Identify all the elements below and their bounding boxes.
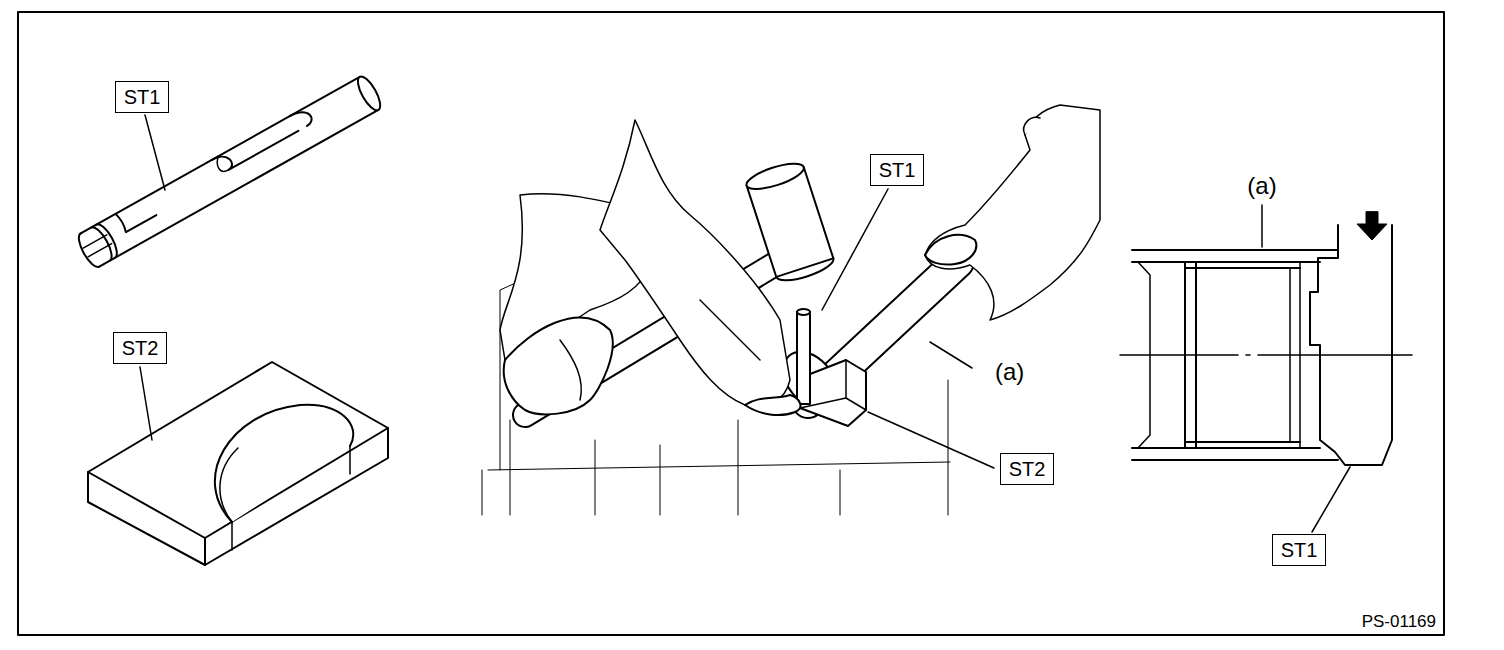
- housing-outline: [482, 470, 483, 515]
- leader-line: [140, 367, 152, 440]
- leader-line: [145, 115, 165, 190]
- section-view: [1120, 354, 1412, 356]
- section-view: [1120, 212, 1412, 465]
- part-callout: (a): [993, 359, 1026, 385]
- hand: [600, 120, 800, 415]
- tool-label: ST2: [122, 336, 159, 360]
- section-view: [1310, 225, 1392, 465]
- tool-label-box: ST1: [870, 154, 925, 186]
- holder-block: [88, 362, 388, 565]
- hammer: [744, 159, 836, 286]
- section-view: [1132, 250, 1338, 262]
- hand: [925, 235, 976, 265]
- pin-tool: [797, 309, 810, 404]
- pin-tool: [213, 155, 228, 174]
- pin-tool: [797, 312, 810, 404]
- leader-line: [868, 412, 994, 468]
- pin-tool: [797, 309, 810, 315]
- pin-tool: [212, 116, 299, 175]
- pin-tool: [75, 73, 385, 270]
- tool-label-box: ST2: [113, 332, 168, 364]
- pin-tool: [116, 197, 157, 232]
- leader-line: [930, 342, 972, 368]
- pin-tool: [290, 107, 314, 131]
- figure-frame: [18, 12, 1444, 635]
- tool-label-box: ST1: [115, 81, 170, 113]
- tool-label: ST1: [124, 85, 161, 109]
- hand: [504, 318, 613, 415]
- hand: [600, 120, 790, 406]
- hand: [560, 340, 581, 400]
- hand: [700, 300, 760, 360]
- tool-label: ST1: [1281, 538, 1318, 562]
- part-callout: (a): [1245, 173, 1278, 199]
- tool-label: ST1: [879, 158, 916, 182]
- holder-block: [215, 405, 353, 522]
- illustration: [18, 12, 1444, 635]
- pin-tool: [96, 221, 121, 258]
- pin-tool: [81, 77, 379, 267]
- hammer: [744, 159, 807, 195]
- holder-block: [232, 446, 350, 550]
- figure-number: PS-01169: [1360, 613, 1438, 632]
- pin-tool: [354, 73, 385, 113]
- tool-label-box: ST2: [1000, 453, 1055, 485]
- holder-block: [220, 448, 238, 522]
- leader-line: [822, 189, 888, 310]
- hand: [745, 395, 800, 415]
- pin-tool: [75, 233, 100, 270]
- leader-line: [1312, 467, 1350, 532]
- hand: [925, 105, 1100, 320]
- hand: [1024, 117, 1040, 135]
- pin-tool: [91, 224, 116, 261]
- section-view: [1132, 448, 1338, 460]
- pin-tool: [83, 235, 111, 257]
- tool-label-box: ST1: [1272, 534, 1327, 566]
- hammer: [776, 258, 836, 285]
- pin-tool: [81, 77, 379, 267]
- tool-label: ST2: [1009, 457, 1046, 481]
- holder-block: [88, 362, 388, 565]
- leader-line: [1261, 205, 1263, 247]
- direction-arrow: [1357, 212, 1387, 240]
- housing-outline: [488, 462, 950, 470]
- hand: [925, 105, 1100, 320]
